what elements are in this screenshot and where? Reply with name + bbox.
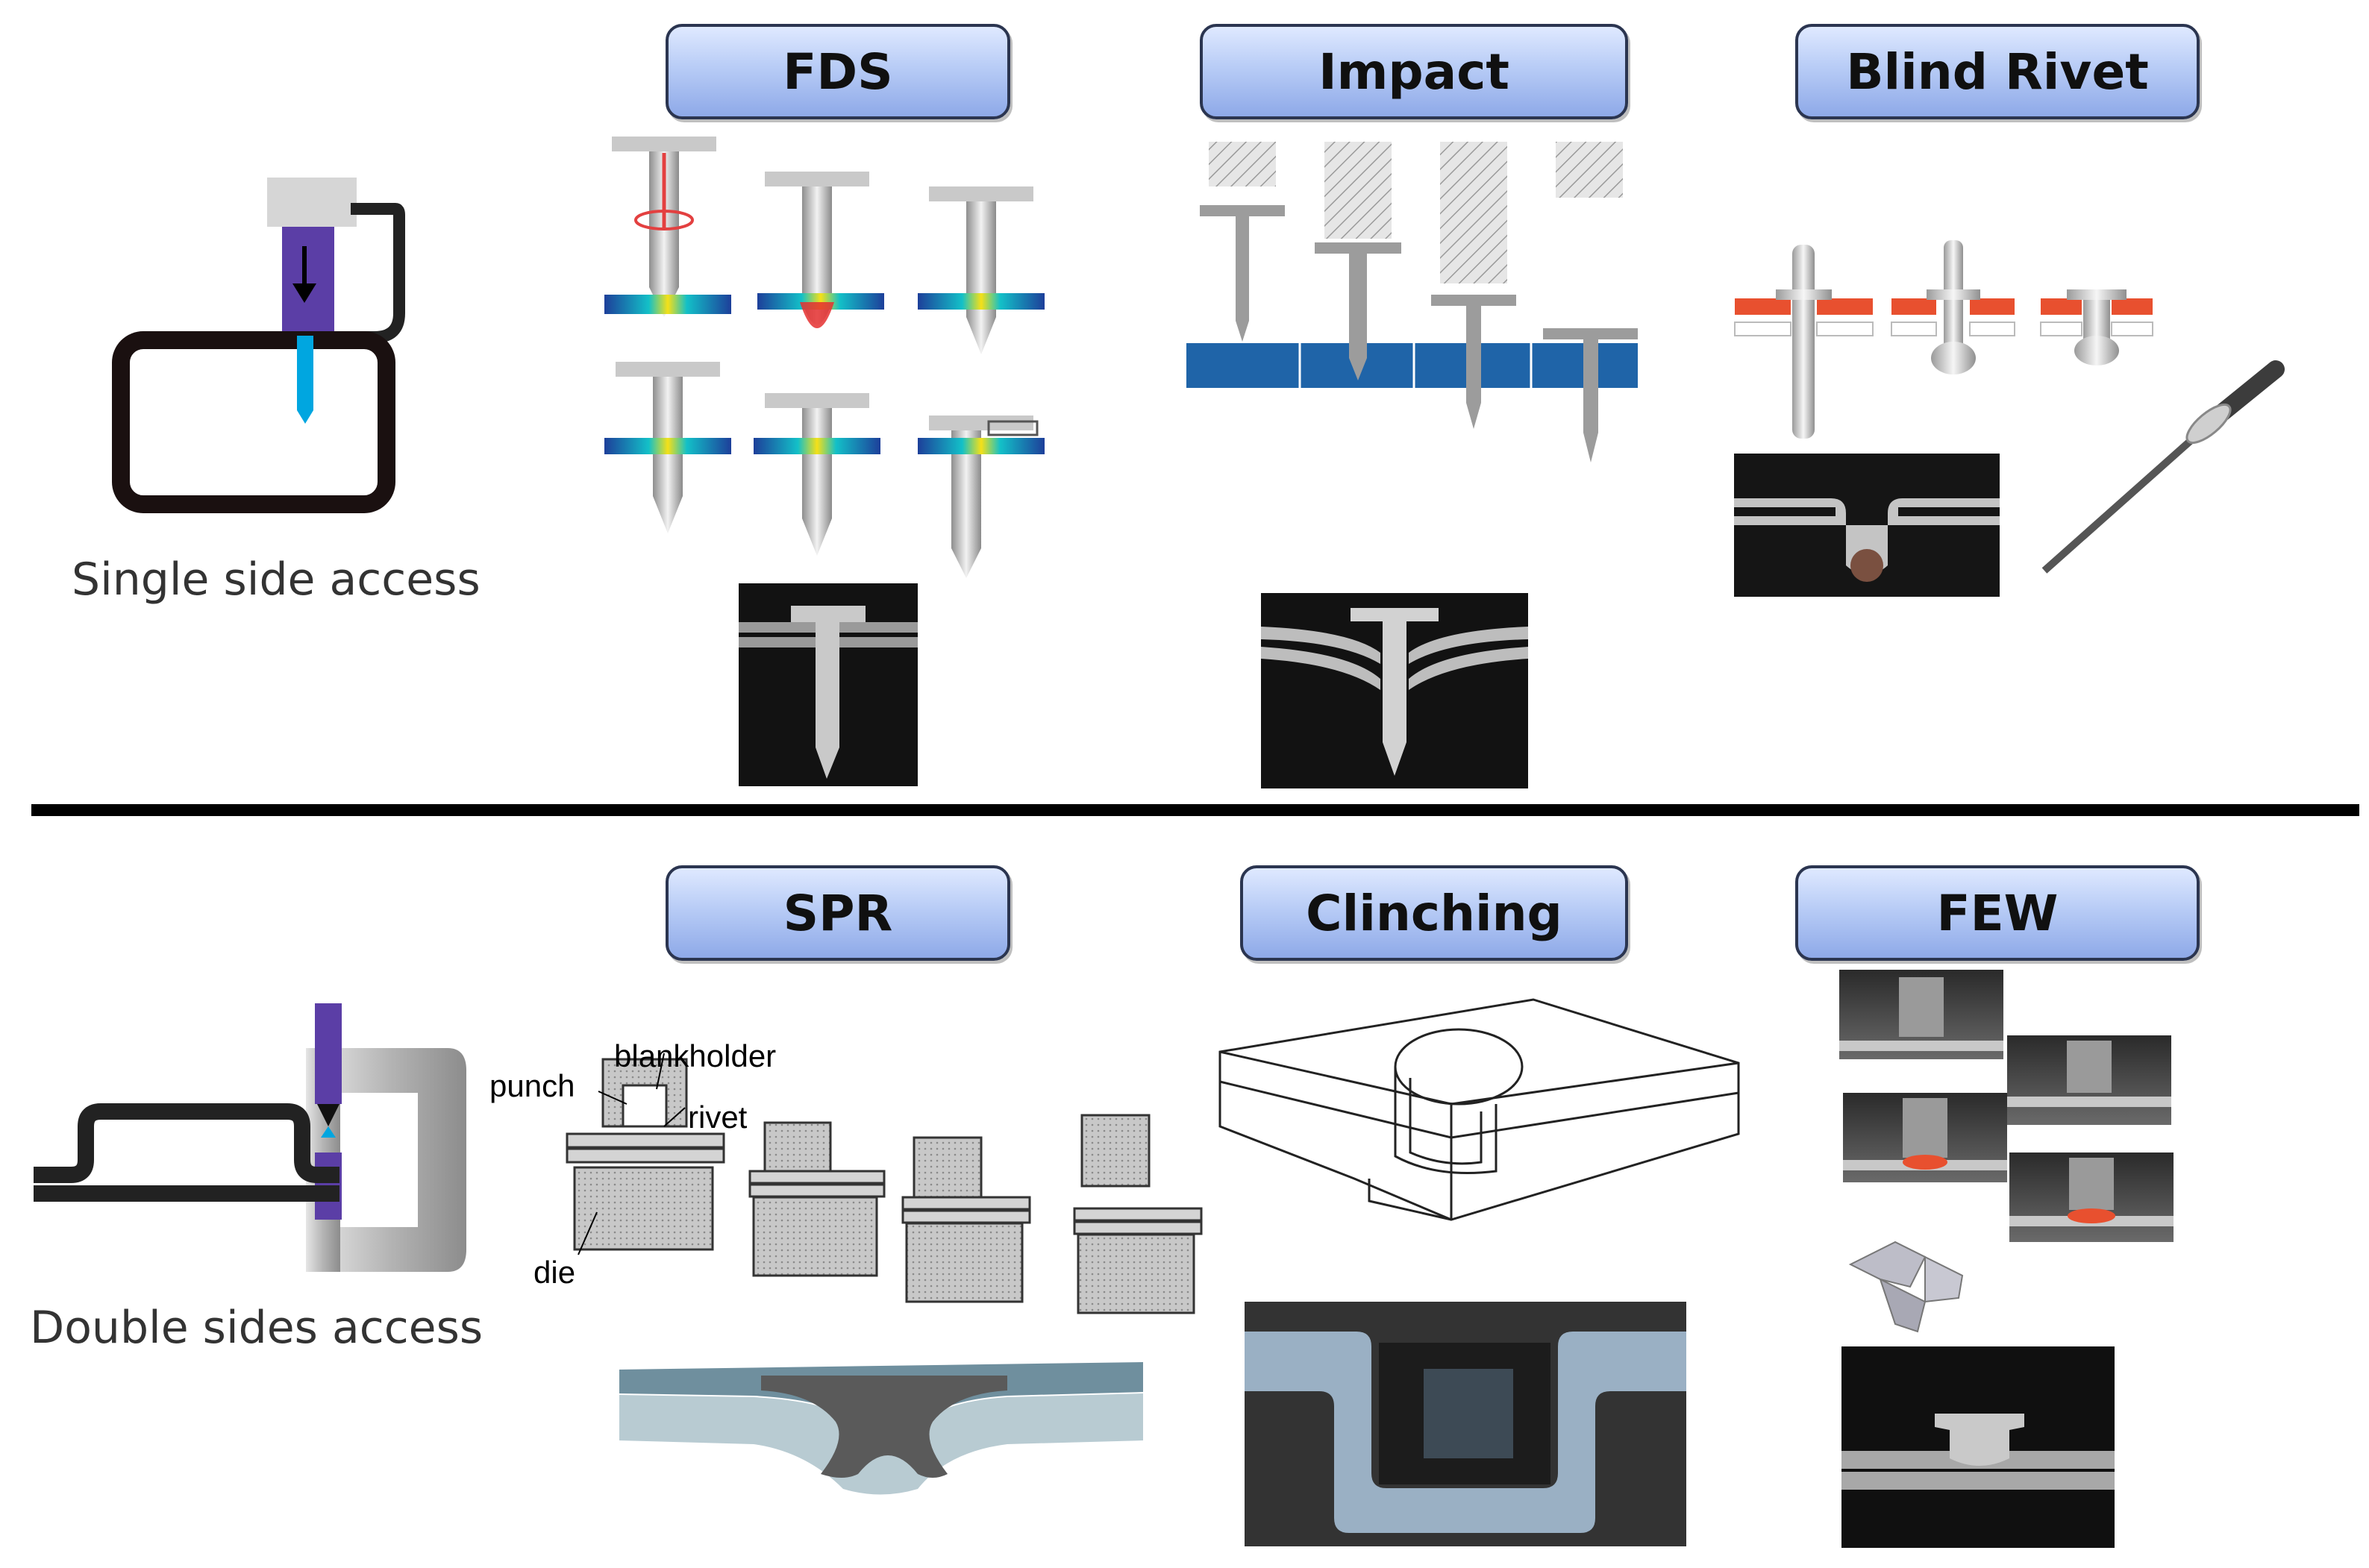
impact-cross-section-photo bbox=[1261, 593, 1528, 788]
fds-title: FDS bbox=[783, 43, 893, 101]
impact-title-box: Impact bbox=[1200, 24, 1628, 119]
spr-process-illustration bbox=[566, 1053, 1203, 1314]
section-divider bbox=[31, 804, 2359, 816]
double-side-access-icon bbox=[34, 1003, 466, 1272]
fds-process-illustration bbox=[604, 137, 1045, 578]
few-title-box: FEW bbox=[1795, 865, 2200, 961]
blind-rivet-process-illustration bbox=[1734, 240, 2153, 439]
few-tool-image bbox=[1848, 1241, 1964, 1333]
clinching-title: Clinching bbox=[1306, 884, 1562, 942]
spr-callout-rivet: rivet bbox=[688, 1100, 748, 1135]
spr-callout-punch: punch bbox=[489, 1068, 575, 1103]
spr-cross-section-photo bbox=[619, 1347, 1143, 1511]
blind-rivet-title: Blind Rivet bbox=[1846, 43, 2149, 101]
double-side-access-label: Double sides access bbox=[30, 1302, 483, 1354]
spr-callout-blankholder: blankholder bbox=[614, 1038, 777, 1073]
fds-title-box: FDS bbox=[666, 24, 1010, 119]
blind-rivet-product-image bbox=[2041, 360, 2285, 574]
clinching-cross-section-photo bbox=[1245, 1302, 1686, 1546]
impact-process-illustration bbox=[1186, 142, 1638, 462]
blind-rivet-cross-section-photo bbox=[1734, 454, 2000, 597]
clinching-3d-diagram bbox=[1218, 998, 1740, 1221]
spr-title: SPR bbox=[783, 884, 893, 942]
few-title: FEW bbox=[1936, 884, 2059, 942]
impact-title: Impact bbox=[1318, 43, 1509, 101]
few-process-images bbox=[1839, 970, 2174, 1242]
spr-callout-die: die bbox=[533, 1255, 576, 1290]
single-side-access-label: Single side access bbox=[72, 553, 481, 606]
fds-cross-section-photo bbox=[739, 583, 918, 786]
spr-title-box: SPR bbox=[666, 865, 1010, 961]
single-side-access-icon bbox=[112, 178, 405, 513]
clinching-title-box: Clinching bbox=[1240, 865, 1628, 961]
few-cross-section-photo bbox=[1841, 1346, 2115, 1548]
blind-rivet-title-box: Blind Rivet bbox=[1795, 24, 2200, 119]
